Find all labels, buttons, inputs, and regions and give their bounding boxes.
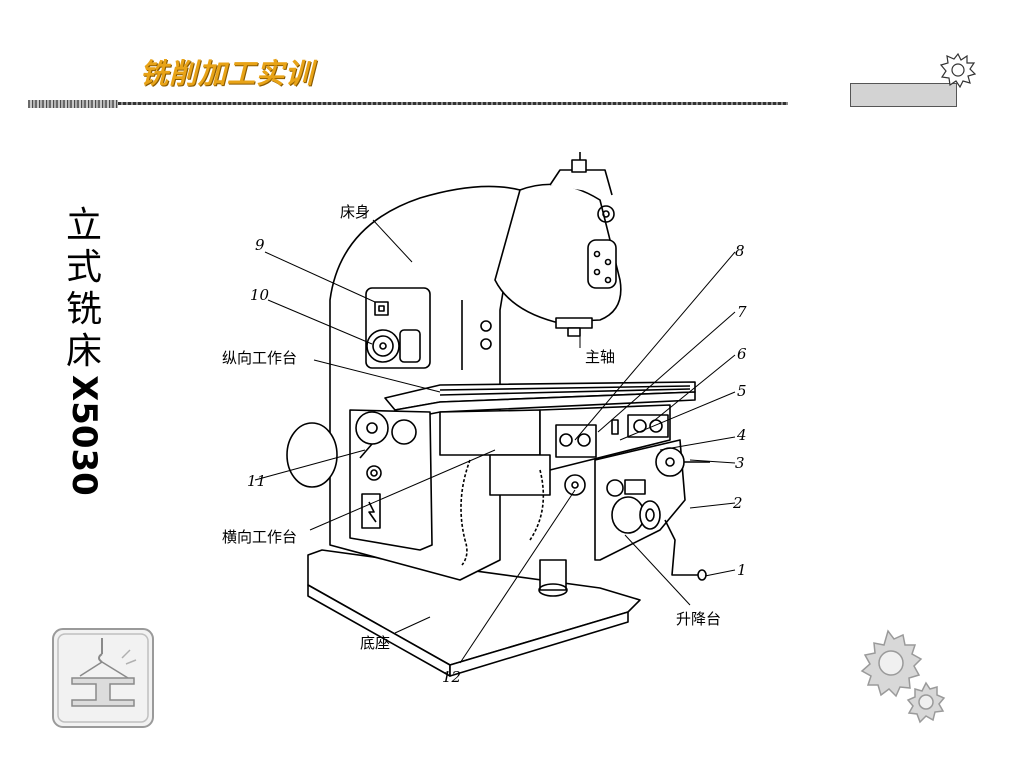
callout-5: 5 — [737, 382, 747, 400]
callout-2: 2 — [732, 494, 743, 512]
header-box — [850, 83, 957, 107]
label-bed: 床身 — [340, 203, 370, 221]
label-longitudinal-table: 纵向工作台 — [222, 349, 297, 367]
label-cross-table: 横向工作台 — [222, 528, 297, 546]
control-panel — [365, 287, 431, 369]
callout-12: 12 — [442, 668, 461, 686]
divider-line — [118, 102, 788, 105]
label-base: 底座 — [360, 634, 390, 652]
callout-8: 8 — [735, 242, 745, 260]
callout-1: 1 — [737, 561, 747, 579]
vertical-title: 立 式 铣 床 X5030 — [62, 205, 106, 496]
callout-3: 3 — [735, 454, 745, 472]
callout-10: 10 — [250, 286, 270, 304]
label-spindle: 主轴 — [585, 348, 615, 366]
saw-gear-icon — [940, 52, 976, 88]
base-shape — [307, 549, 641, 677]
title-char-3: 铣 — [65, 289, 102, 330]
title-char-2: 式 — [65, 247, 102, 288]
title-char-1: 立 — [65, 205, 102, 246]
knee-assembly — [439, 404, 686, 597]
label-lifting-table: 升降台 — [676, 610, 721, 628]
divider-speckle — [28, 100, 118, 108]
title-char-4: 床 — [65, 331, 102, 372]
side-housing — [286, 409, 433, 551]
header-title: 铣削加工实训 — [140, 57, 315, 90]
callout-6: 6 — [737, 345, 747, 363]
header-divider — [28, 100, 788, 108]
crane-beam-icon — [52, 628, 154, 728]
model-number: X5030 — [64, 375, 104, 496]
callout-11: 11 — [247, 472, 266, 490]
callout-7: 7 — [737, 303, 747, 321]
callout-4: 4 — [736, 426, 747, 444]
gears-icon — [860, 629, 946, 724]
callout-9: 9 — [255, 236, 265, 254]
